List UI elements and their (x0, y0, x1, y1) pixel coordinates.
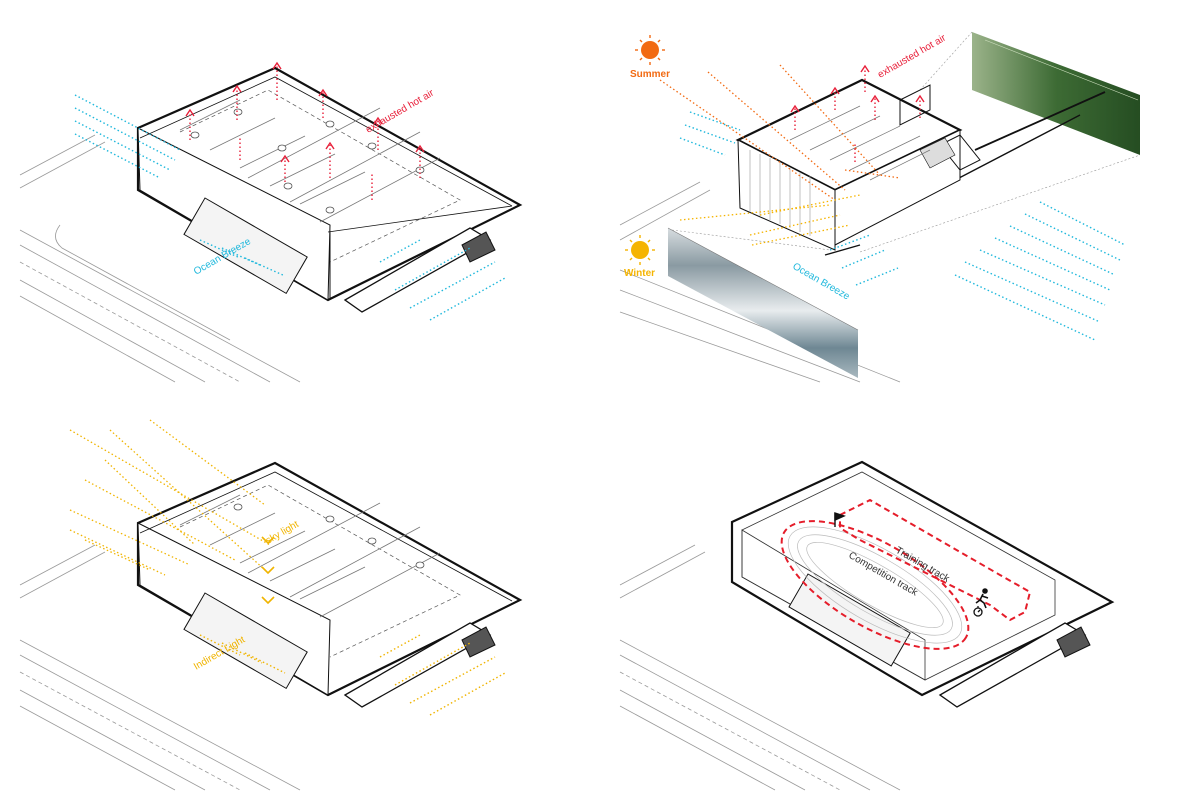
ocean-breeze-arrows (74, 94, 506, 321)
competition-track-outline (780, 520, 970, 650)
panel-tracks: Training track Competition track (619, 460, 1115, 791)
sun-icon (631, 241, 649, 259)
road-lines (19, 544, 301, 791)
road-lines (19, 134, 301, 383)
indirect-light-rays (199, 634, 506, 716)
hot-air-arrowheads (790, 64, 925, 113)
trees-photo (972, 32, 1140, 155)
sun-icon-rays (625, 235, 655, 265)
hot-air-label: exhausted hot air (876, 32, 949, 80)
runner-icon (975, 588, 989, 609)
panel-daylight: sky light Indirect Light (19, 419, 523, 791)
winter-label: Winter (624, 268, 655, 279)
flag-icon (834, 512, 846, 527)
panel-section: Summer Winter exhausted hot air Ocean Br… (619, 31, 1141, 383)
skylight-rays (69, 419, 271, 576)
road-lines (619, 544, 901, 791)
building-ventilation (136, 66, 523, 313)
ocean-breeze-arrows (679, 111, 1126, 341)
sea-photo (667, 227, 859, 378)
building-daylight (136, 461, 523, 708)
winter-sun-rays (679, 194, 861, 246)
panel-ventilation: Ocean Breeze exhausted hot air (19, 61, 523, 383)
building-tracks (730, 460, 1115, 708)
summer-sun-rays (659, 64, 901, 201)
summer-label: Summer (630, 69, 670, 80)
skylight-chevrons (261, 536, 275, 605)
competition-track-lanes (787, 526, 963, 644)
building-section (735, 78, 981, 251)
sun-icon-rays (635, 35, 665, 65)
hot-air-arrows (794, 68, 921, 162)
stopwatch-icon (973, 606, 983, 617)
hot-air-arrows (189, 65, 421, 200)
sun-icon (641, 41, 659, 59)
hot-air-arrowheads (185, 61, 425, 163)
hot-air-label: exhausted hot air (364, 87, 437, 135)
